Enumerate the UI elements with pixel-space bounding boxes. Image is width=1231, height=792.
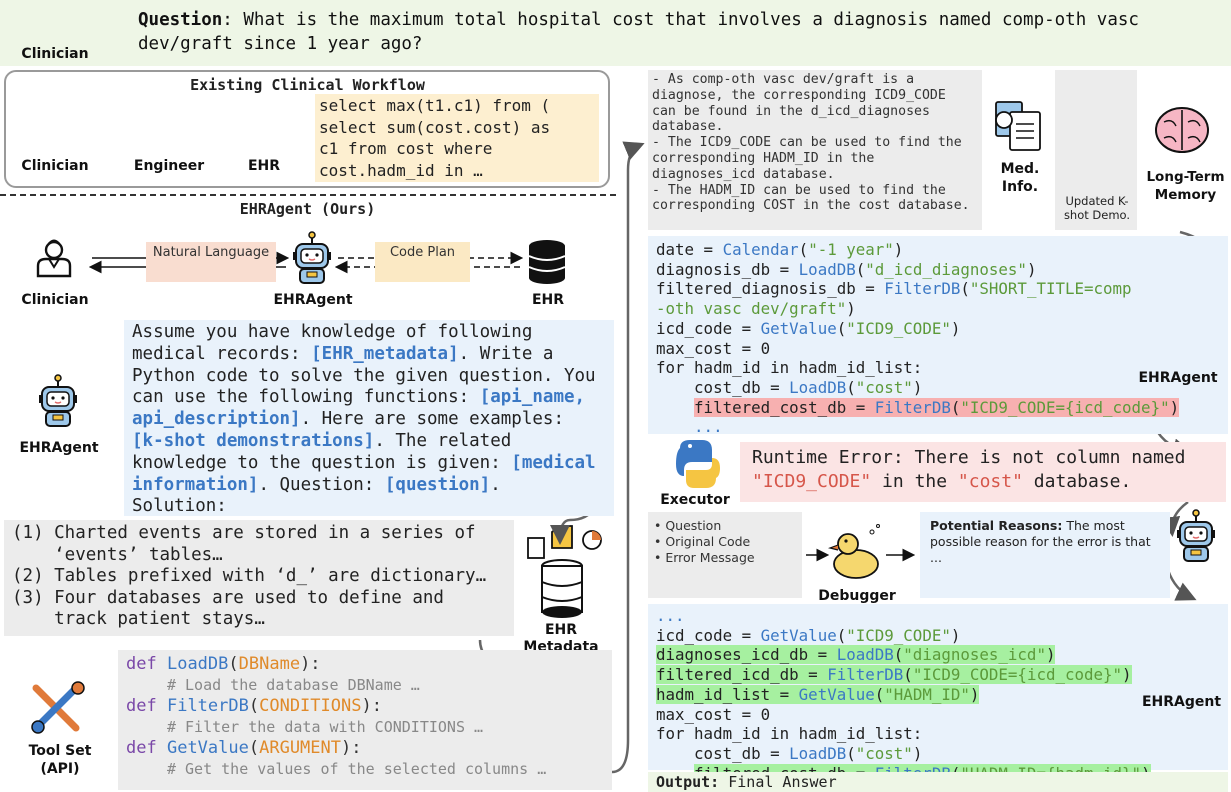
- tool-set-label: Tool Set (API): [28, 743, 92, 777]
- clinician-icon-agent: [36, 238, 72, 278]
- potential-reasons-label: Potential Reasons:: [930, 518, 1063, 533]
- clinician-label-workflow: Clinician: [21, 158, 89, 174]
- ehragent-label-top: EHRAgent: [273, 292, 353, 308]
- ehr-label-agent: EHR: [531, 292, 565, 308]
- debugger-label: Debugger: [818, 588, 896, 604]
- debugger-inputs-box: • Question • Original Code • Error Messa…: [648, 512, 802, 598]
- fixed-line-highlight-1: diagnoses_icd_db = LoadDB("diagnoses_icd…: [656, 645, 1056, 665]
- code-plan-box: Code Plan: [375, 242, 470, 282]
- generated-code-fixed: ... icd_code = GetValue("ICD9_CODE") dia…: [648, 604, 1228, 792]
- debugger-duck-icon: [827, 524, 880, 579]
- output-bar: Output: Final Answer: [648, 772, 1228, 792]
- kshot-demo-box: [1055, 70, 1137, 230]
- question-body: What is the maximum total hospital cost …: [138, 10, 1139, 54]
- existing-workflow-title: Existing Clinical Workflow: [190, 76, 425, 94]
- ehragent-robot-icon-debug: [1176, 509, 1216, 562]
- question-banner: [0, 0, 1231, 66]
- executor-label: Executor: [660, 492, 730, 508]
- ehr-db-icon-agent: [528, 239, 566, 285]
- section-divider: [0, 194, 616, 196]
- prompt-text-5: . Question:: [258, 474, 385, 495]
- prompt-text-6: . Solution:: [132, 474, 501, 517]
- ehragent-section-title: EHRAgent (Ours): [239, 200, 376, 218]
- kshot-demo-label: Updated K-shot Demo.: [1063, 194, 1131, 222]
- potential-reasons-text: The most possible reason for the error i…: [930, 518, 1151, 565]
- clinician-label-agent: Clinician: [21, 292, 89, 308]
- ehr-metadata-icon: [527, 525, 602, 618]
- runtime-error-box: Runtime Error: There is not column named…: [740, 442, 1226, 502]
- med-info-icon: [995, 101, 1041, 151]
- output-text: Final Answer: [719, 773, 837, 791]
- generated-code-initial: date = Calendar("-1 year") diagnosis_db …: [648, 236, 1228, 436]
- ehragent-label-right-2: EHRAgent: [1141, 694, 1222, 710]
- engineer-label: Engineer: [133, 158, 205, 174]
- placeholder-medical-info: [medical information]: [132, 452, 596, 495]
- ehr-metadata-box: (1) Charted events are stored in a serie…: [4, 520, 514, 636]
- ehragent-robot-icon-left: [38, 374, 78, 427]
- clinician-label-top: Clinician: [21, 46, 89, 62]
- question-label: Question: [138, 10, 223, 30]
- prompt-text-3: . Here are some examples:: [300, 409, 564, 430]
- ehragent-label-left: EHRAgent: [19, 440, 99, 456]
- natural-language-box: Natural Language: [146, 242, 276, 282]
- fixed-line-highlight-3: hadm_id_list = GetValue("HADM_ID"): [656, 684, 980, 704]
- prompt-text-4: . The related knowledge to the question …: [132, 430, 512, 473]
- placeholder-question: [question]: [384, 474, 491, 495]
- python-executor-icon: [676, 440, 720, 488]
- potential-reasons-box: Potential Reasons: The most possible rea…: [920, 512, 1170, 598]
- tool-set-icon: [31, 681, 85, 734]
- placeholder-ehr-metadata: [EHR_metadata]: [311, 343, 459, 364]
- placeholder-kshot: [k-shot demonstrations]: [132, 430, 375, 451]
- ehr-label-workflow: EHR: [247, 158, 281, 174]
- ehragent-label-right-1: EHRAgent: [1138, 370, 1218, 386]
- error-line-highlight: filtered_cost_db = FilterDB("ICD9_CODE={…: [694, 397, 1180, 417]
- prompt-text-1: Assume you have knowledge of following m…: [132, 322, 533, 364]
- fixed-line-highlight-2: filtered_icd_db = FilterDB("ICD9_CODE={i…: [656, 665, 1132, 685]
- api-definitions-box: def LoadDB(DBName): # Load the database …: [118, 650, 612, 790]
- ehragent-robot-icon: [292, 231, 332, 284]
- med-info-label: Med. Info.: [1000, 161, 1040, 195]
- medical-info-box: - As comp-oth vasc dev/graft is a diagno…: [648, 70, 982, 230]
- sql-query-box: select max(t1.c1) from ( select sum(cost…: [315, 94, 599, 182]
- prompt-text-2: . Write a Python code to solve the given…: [132, 343, 596, 408]
- placeholder-api: [api_name, api_description]: [132, 387, 586, 430]
- long-term-memory-brain-icon: [1155, 107, 1209, 153]
- long-term-memory-label: Long-Term Memory: [1146, 169, 1225, 203]
- output-label: Output:: [656, 773, 720, 791]
- prompt-box: Assume you have knowledge of following m…: [124, 320, 614, 516]
- question-text: Question: What is the maximum total hosp…: [138, 10, 1139, 54]
